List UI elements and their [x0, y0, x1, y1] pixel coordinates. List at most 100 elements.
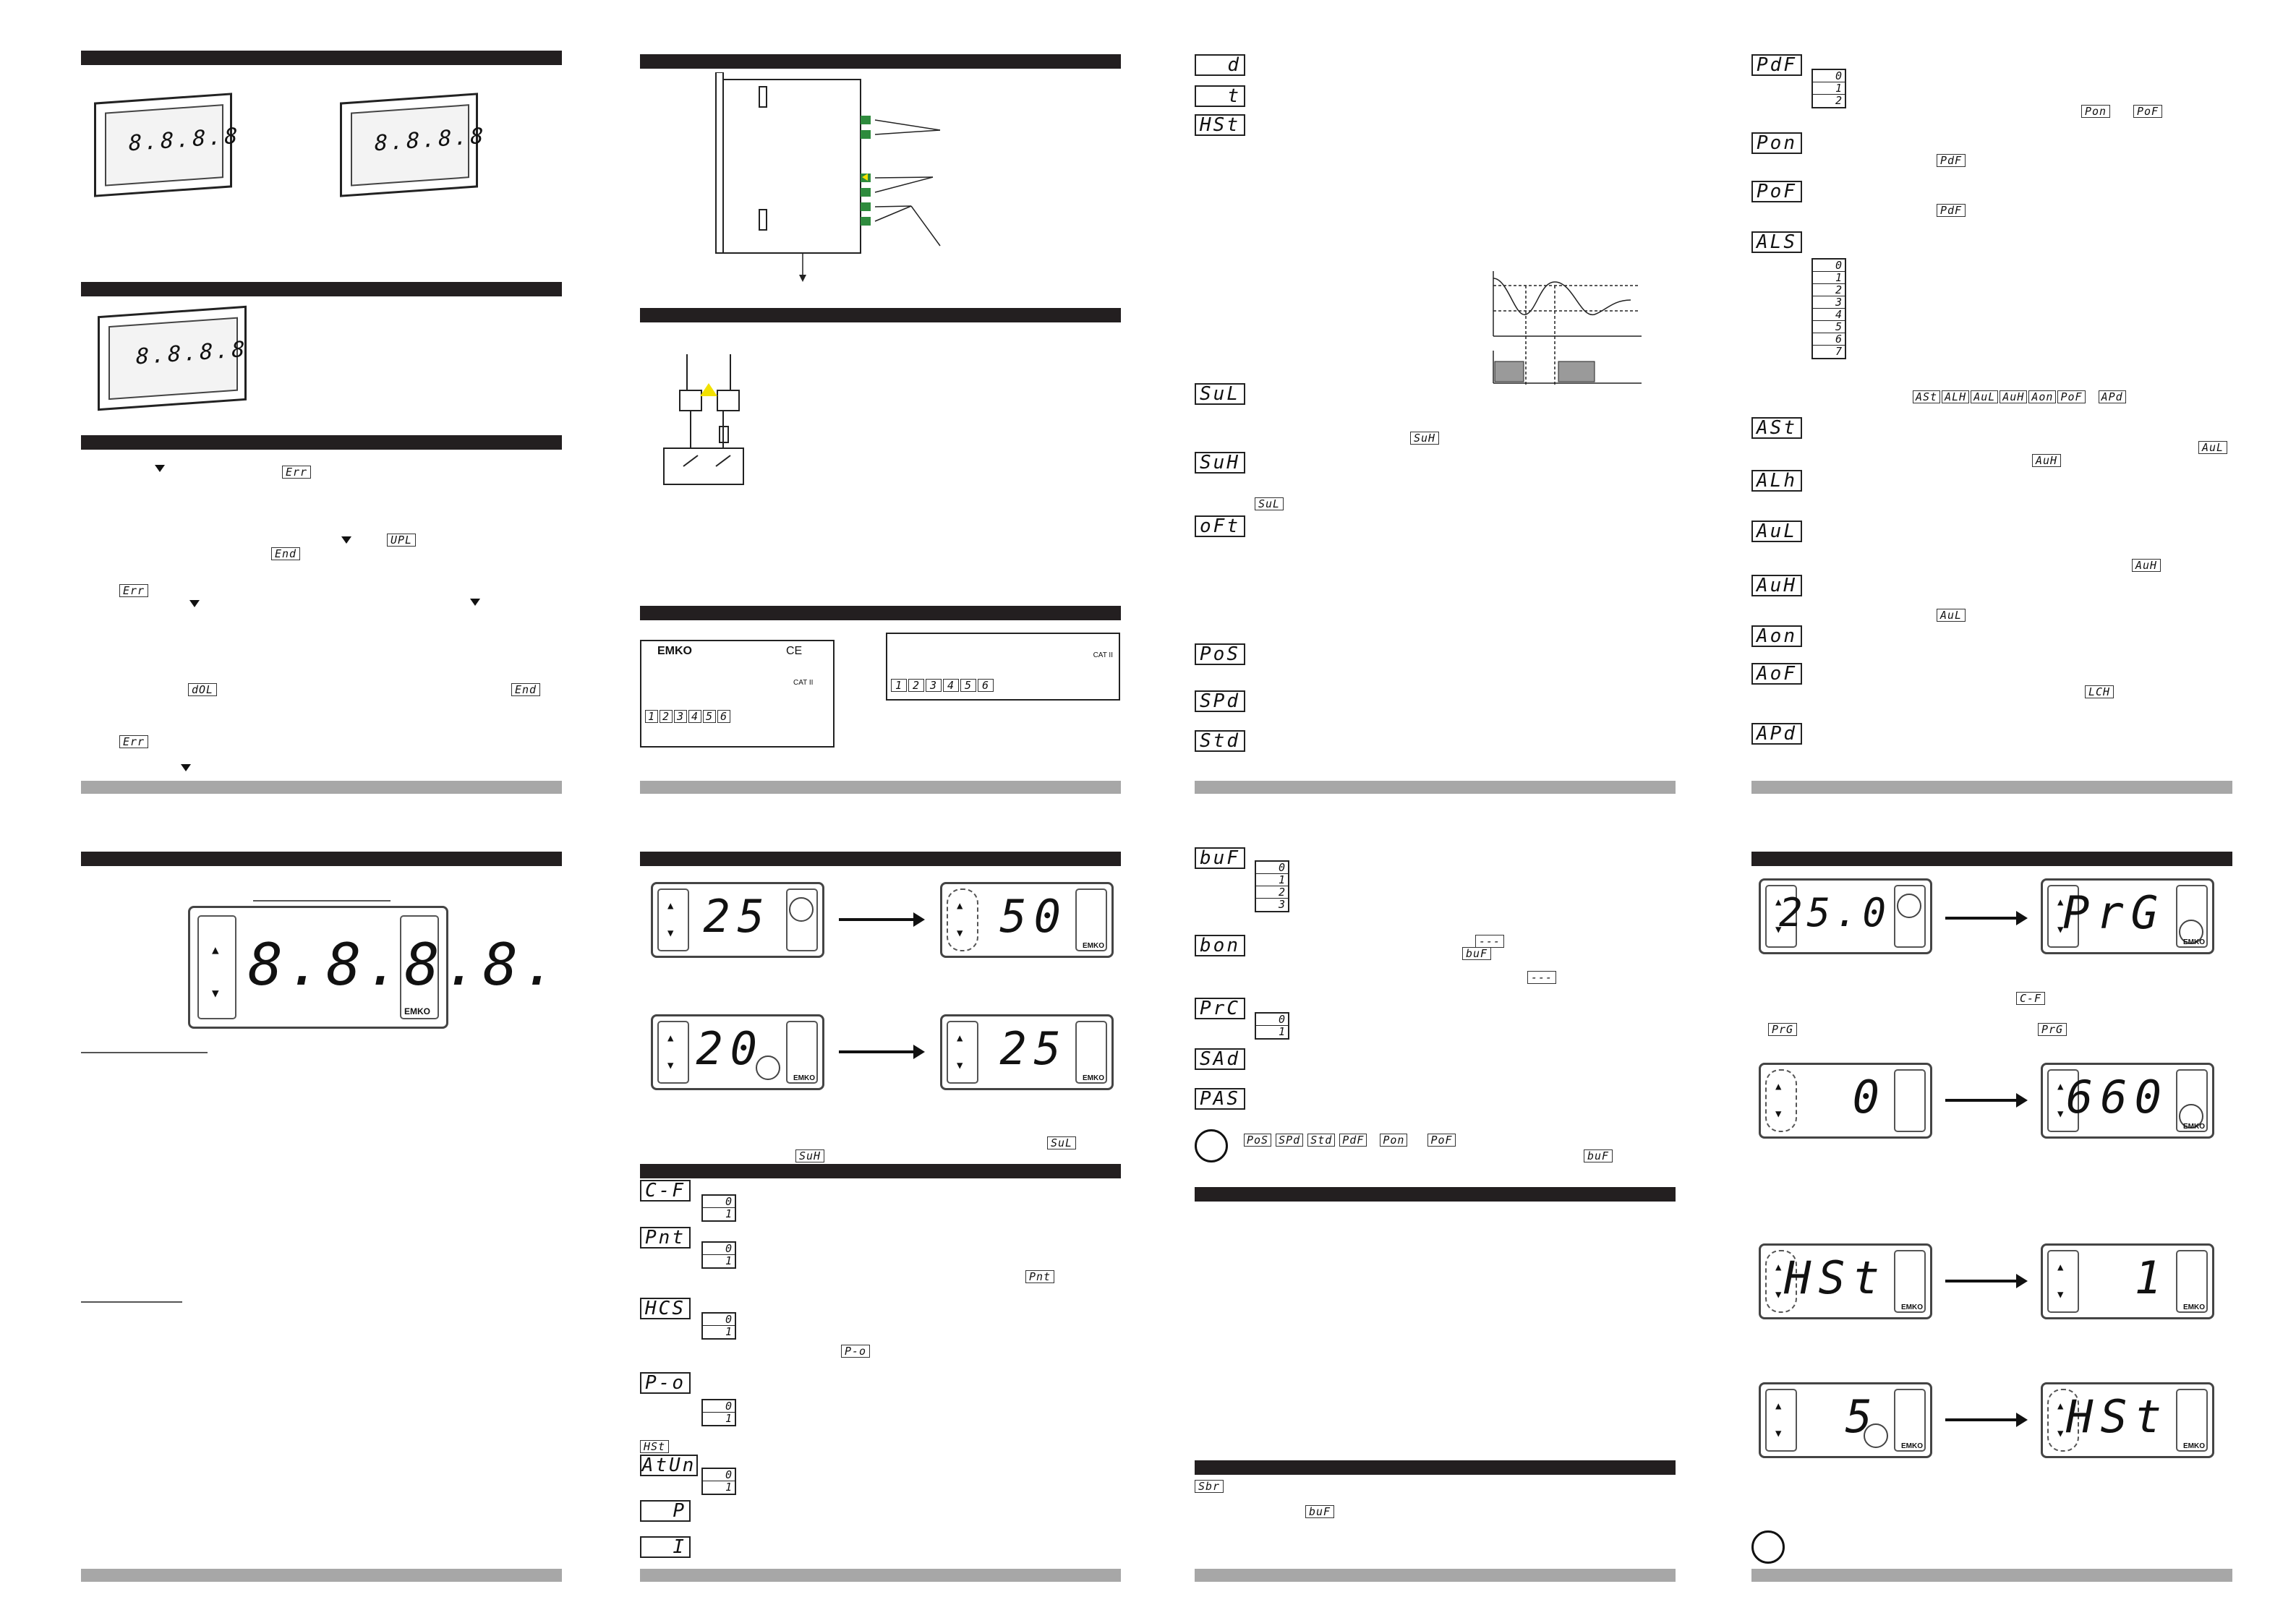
als-code: AuL	[1971, 390, 1999, 403]
als-code: PoF	[2057, 390, 2086, 403]
section-underline	[81, 1301, 182, 1303]
aul-ref: AuL	[1937, 609, 1966, 622]
section-bar	[1751, 852, 2232, 866]
terminal-5: 5	[960, 679, 976, 692]
display-sample: ▲▼ 25 EMKO	[940, 1014, 1114, 1090]
ce-mark: CE	[786, 645, 803, 657]
terminal-4: 4	[943, 679, 959, 692]
param-pdf: PdF	[1751, 54, 1802, 76]
device-install-photo-2: 8.8.8.8	[340, 93, 486, 197]
page-footer-bar	[640, 1569, 1121, 1582]
connection-diagram: CAT II 1 2 3 4 5 6	[886, 633, 1120, 701]
param-pas: PAS	[1195, 1088, 1245, 1110]
device-install-photo-1: 8.8.8.8	[94, 93, 240, 197]
als-code: APd	[2098, 390, 2126, 403]
page-footer-bar	[81, 781, 562, 794]
display-value: HSt	[2066, 1390, 2169, 1443]
param-d: d	[1195, 54, 1245, 76]
hysteresis-graph	[1493, 271, 1642, 387]
sbr-code: Sbr	[1195, 1480, 1224, 1493]
als-codes: ASt ALH AuL AuH Aon PoF APd	[1913, 390, 2126, 403]
down-arrow-icon	[181, 764, 191, 771]
param-c-f: C-F	[640, 1180, 691, 1202]
terminal-2: 2	[908, 679, 924, 692]
param-aul: AuL	[1751, 521, 1802, 542]
note-codes: PoS SPd Std PdF Pon PoF	[1244, 1134, 1456, 1147]
param-sad: SAd	[1195, 1048, 1245, 1070]
buf-ref: buF	[1462, 947, 1491, 960]
brand-logo: EMKO	[2183, 1123, 2205, 1131]
suh-ref: SuH	[1410, 432, 1439, 445]
terminal-1: 1	[891, 679, 907, 692]
page-footer-bar	[81, 1569, 562, 1582]
transition-arrow	[1945, 1413, 2028, 1427]
brand-logo: EMKO	[793, 1074, 815, 1082]
brand-logo: EMKO	[1083, 1074, 1104, 1082]
down-icon: ▼	[667, 928, 674, 939]
terminal-3: 3	[926, 679, 942, 692]
display-sample: ▲▼ 20 EMKO	[651, 1014, 824, 1090]
c-f-ref: C-F	[2016, 992, 2045, 1005]
section-bar	[640, 54, 1121, 69]
display-value: 1	[2134, 1251, 2169, 1304]
brand-logo: EMKO	[1901, 1442, 1923, 1450]
als-code: AuH	[2000, 390, 2028, 403]
section-bar	[81, 852, 562, 866]
display-value: PrG	[2062, 886, 2165, 939]
display-sample: ▲▼ 0	[1759, 1063, 1932, 1139]
transition-arrow	[839, 1045, 925, 1059]
cat-label: CAT II	[1093, 651, 1113, 659]
hst-ref: HSt	[640, 1440, 669, 1453]
section-bar	[640, 1164, 1121, 1178]
up-icon: ▲	[667, 900, 674, 912]
terminal-6: 6	[717, 710, 730, 723]
param-apd: APd	[1751, 723, 1802, 745]
display-value: 660	[2066, 1071, 2169, 1123]
terminal-6: 6	[978, 679, 994, 692]
side-view-drawing	[715, 72, 941, 282]
note-code: Std	[1307, 1134, 1336, 1147]
display-sample: ▲▼ 50 EMKO	[940, 882, 1114, 958]
sul-ref: SuL	[1255, 497, 1284, 510]
display-value: HSt	[1784, 1251, 1887, 1304]
param-hst: HSt	[1195, 114, 1245, 136]
param-i: I	[640, 1536, 691, 1558]
terminal-3: 3	[674, 710, 687, 723]
down-button-icon: ▼	[212, 986, 219, 1000]
page-footer-bar	[640, 781, 1121, 794]
param-p: P	[640, 1500, 691, 1522]
terminal-5: 5	[703, 710, 716, 723]
display-sample: ▲▼ HSt EMKO	[1759, 1243, 1932, 1319]
display-value: 25.0	[1778, 890, 1890, 935]
param-oft: oFt	[1195, 515, 1245, 537]
display-value: 25	[999, 1022, 1068, 1075]
brand-logo: EMKO	[1901, 1303, 1923, 1311]
device-label: EMKO CE CAT II 1 2 3 4 5 6	[640, 640, 835, 748]
note-icon	[1195, 1129, 1228, 1162]
dol-code: dOL	[188, 683, 217, 696]
display-digits: 8.8.8.8.	[248, 931, 562, 998]
brand-logo: EMKO	[1083, 942, 1104, 950]
prg-ref: PrG	[2038, 1023, 2067, 1036]
param-auh: AuH	[1751, 575, 1802, 596]
display-value: 0	[1852, 1071, 1887, 1123]
page-footer-bar	[1751, 1569, 2232, 1582]
terminal-1: 1	[645, 710, 658, 723]
note-icon	[1751, 1530, 1785, 1564]
param-spd: SPd	[1195, 690, 1245, 712]
buf-ref: buF	[1305, 1505, 1334, 1518]
display-value: 50	[999, 890, 1068, 943]
button-column	[197, 915, 236, 1019]
als-code: ALH	[1942, 390, 1970, 403]
param-buf: buF	[1195, 847, 1245, 869]
display-sample: ▲▼ 25	[651, 882, 824, 958]
err-code: Err	[282, 466, 311, 479]
param-als: ALS	[1751, 231, 1802, 253]
param-aof: AoF	[1751, 663, 1802, 685]
param-hcs: HCS	[640, 1298, 691, 1319]
